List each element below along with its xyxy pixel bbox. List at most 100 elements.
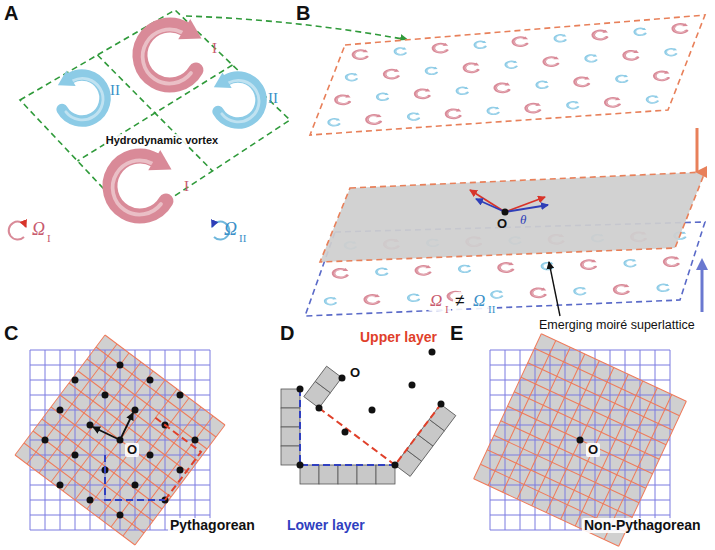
vortex-symbol bbox=[567, 101, 578, 108]
vortex-symbol bbox=[416, 265, 431, 275]
vortex-symbol bbox=[655, 71, 670, 81]
origin-label: O bbox=[350, 366, 360, 380]
panel-caption: Non-Pythagorean bbox=[582, 518, 703, 533]
vortex-symbol bbox=[537, 81, 548, 88]
subscript: I bbox=[443, 303, 451, 315]
coincidence-site bbox=[87, 497, 94, 504]
origin-label: O bbox=[497, 217, 507, 231]
lattice-line bbox=[625, 350, 626, 530]
upper-layer bbox=[310, 15, 705, 135]
panel-letter: B bbox=[296, 2, 310, 24]
lattice-line bbox=[487, 450, 632, 518]
lattice-line bbox=[180, 350, 181, 530]
vortex-symbol bbox=[593, 30, 608, 40]
vortex-symbol bbox=[544, 56, 559, 66]
coincidence-site bbox=[132, 407, 139, 414]
coincidence-site bbox=[132, 482, 139, 489]
moire-layer bbox=[320, 172, 705, 262]
vortex-symbol bbox=[673, 23, 688, 33]
vortex-symbol bbox=[658, 284, 669, 291]
panel-letter: D bbox=[280, 322, 294, 344]
vortex-symbol bbox=[624, 50, 639, 60]
coincidence-site bbox=[42, 437, 49, 444]
vortex-symbol bbox=[333, 268, 348, 278]
coincidence-site bbox=[72, 452, 79, 459]
lattice-line bbox=[590, 388, 658, 533]
lattice-line bbox=[24, 443, 144, 533]
square-lattice bbox=[490, 350, 670, 530]
omega-symbol: Ω bbox=[428, 292, 444, 311]
coincidence-site bbox=[102, 392, 109, 399]
origin-point bbox=[577, 437, 584, 444]
lattice-vector bbox=[93, 427, 120, 440]
panel-letter: A bbox=[4, 2, 18, 24]
vortex-array bbox=[329, 23, 688, 125]
unit-triangle bbox=[281, 349, 456, 485]
vortex-symbol bbox=[353, 49, 368, 59]
vortex-symbol bbox=[531, 288, 546, 298]
vortex-symbol bbox=[586, 54, 597, 61]
square-lattice bbox=[30, 350, 210, 530]
vortex-symbol bbox=[506, 61, 517, 68]
coincidence-site bbox=[147, 377, 154, 384]
vortex-symbol bbox=[647, 95, 658, 102]
lattice-line bbox=[640, 350, 641, 530]
vortex-symbol bbox=[408, 113, 419, 120]
coincidence-site bbox=[177, 467, 184, 474]
coincidence-site bbox=[57, 407, 64, 414]
subscript: II bbox=[239, 232, 246, 244]
origin-label: O bbox=[125, 443, 139, 457]
vortex-symbol bbox=[365, 294, 380, 304]
square-lattice bbox=[15, 335, 225, 545]
lattice-line bbox=[561, 374, 629, 519]
stack-arrow bbox=[696, 128, 699, 172]
coincidence-site bbox=[57, 482, 64, 489]
lattice-line bbox=[501, 421, 646, 489]
vortex-symbol bbox=[495, 83, 510, 93]
vortex-symbol bbox=[446, 109, 461, 119]
vortex-symbol bbox=[513, 36, 528, 46]
vortex-symbol bbox=[433, 43, 448, 53]
coincidence-site bbox=[177, 392, 184, 399]
vortex-symbol bbox=[488, 107, 499, 114]
overlap-region bbox=[15, 335, 225, 545]
coincidence-site bbox=[87, 422, 94, 429]
lattice-line bbox=[494, 435, 639, 503]
omega-symbol: Ω bbox=[32, 220, 45, 240]
vortex-symbol bbox=[526, 103, 541, 113]
vortex-symbol bbox=[376, 268, 387, 275]
vortex-symbol bbox=[408, 294, 419, 301]
coincidence-site bbox=[147, 452, 154, 459]
layer-label: Lower layer bbox=[287, 518, 365, 533]
square-lattice bbox=[474, 334, 687, 547]
vortex-symbol bbox=[336, 95, 351, 105]
lattice-line bbox=[474, 479, 619, 547]
lattice-line bbox=[490, 500, 670, 501]
vortex-symbol bbox=[625, 259, 636, 266]
roman-numeral: II bbox=[110, 82, 120, 99]
roman-numeral: I bbox=[184, 178, 189, 195]
vortex-symbol bbox=[426, 67, 437, 74]
pointer-arrow bbox=[549, 262, 560, 316]
vortex-illustration bbox=[58, 19, 261, 216]
unit-cell-outline bbox=[105, 455, 165, 500]
coincidence-site bbox=[72, 377, 79, 384]
inequality-sign: ≠ bbox=[453, 292, 466, 311]
lattice-line bbox=[546, 367, 614, 512]
vortex-symbol bbox=[542, 262, 553, 269]
vortex-symbol bbox=[606, 97, 621, 107]
pointer-label: Emerging moiré superlattice bbox=[537, 319, 697, 333]
vortex-lattice-cell bbox=[20, 10, 290, 222]
panel-letter: C bbox=[4, 322, 18, 344]
arrow-head bbox=[696, 258, 708, 270]
vortex-symbol bbox=[582, 259, 597, 269]
pythagorean-moire bbox=[15, 335, 225, 545]
vortex-symbol bbox=[464, 63, 479, 73]
coincidence-site bbox=[117, 512, 124, 519]
vortex-symbol bbox=[377, 93, 388, 100]
vortex-symbol bbox=[395, 47, 406, 54]
subscript: II bbox=[486, 303, 497, 315]
vortex-symbol bbox=[329, 118, 340, 125]
